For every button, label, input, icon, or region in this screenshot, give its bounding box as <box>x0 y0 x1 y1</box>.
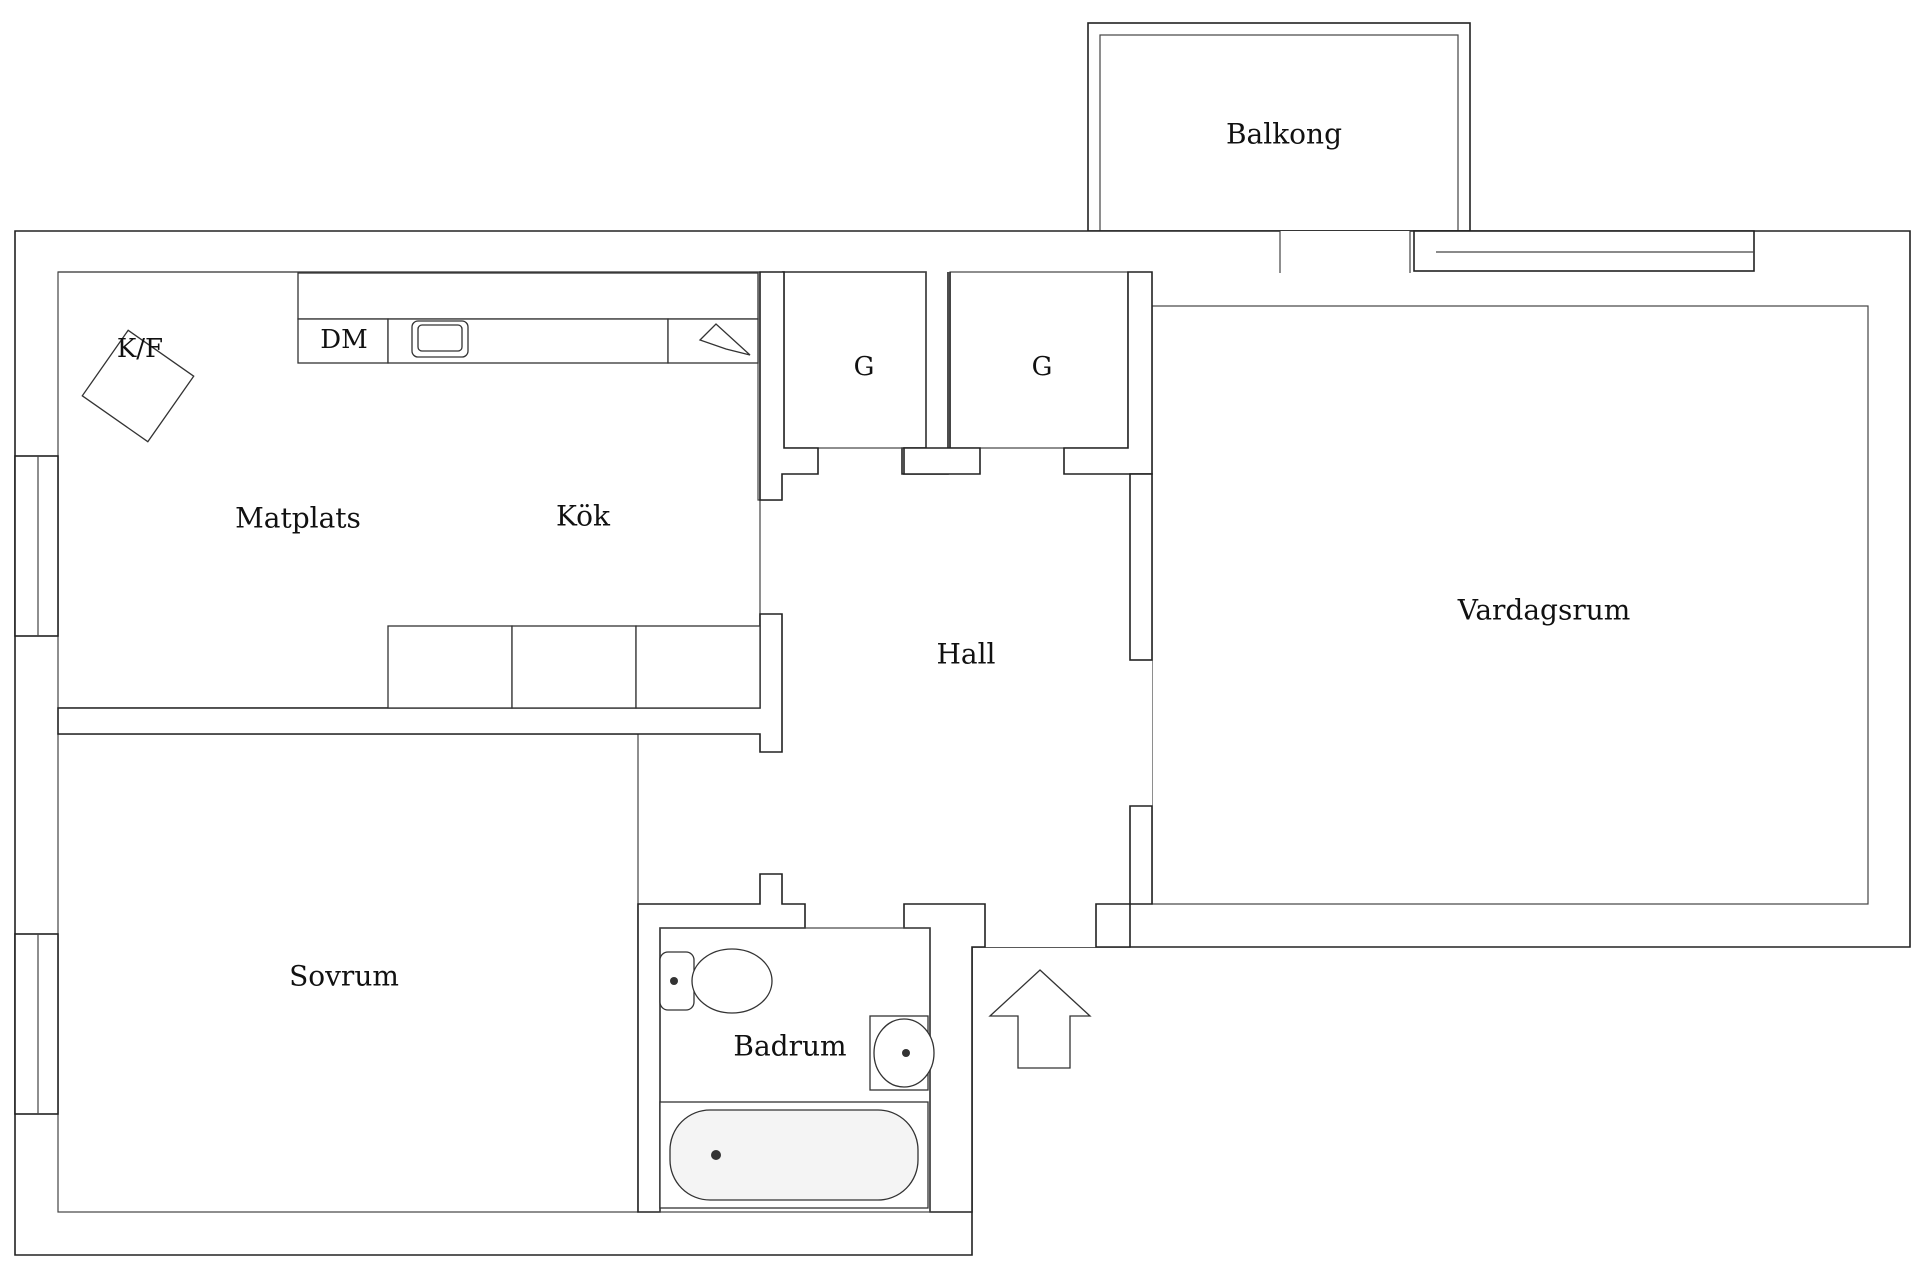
toilet-icon <box>659 948 773 1014</box>
label-living: Vardagsrum <box>1457 594 1631 627</box>
label-balcony: Balkong <box>1226 118 1342 151</box>
label-bathroom: Badrum <box>733 1030 846 1063</box>
toilet-bowl <box>691 948 773 1014</box>
counter-top <box>297 272 759 320</box>
closet-1-left-wall <box>759 271 819 501</box>
bathroom-left-wall <box>637 873 806 1213</box>
hall-living-wall-lower <box>1095 805 1153 948</box>
cabinet-1 <box>387 625 513 709</box>
fridge-freezer-box <box>81 329 195 443</box>
window-living-frame <box>1413 230 1755 272</box>
hall-living-wall-upper <box>1129 473 1153 661</box>
label-bedroom: Sovrum <box>289 960 399 993</box>
closet-2-door-stub <box>903 272 981 475</box>
label-closet-2: G <box>1032 352 1053 382</box>
cabinet-2 <box>511 625 637 709</box>
label-dishwasher: DM <box>320 325 367 355</box>
bathtub-basin <box>669 1109 919 1201</box>
label-fridge-freezer: K/F <box>117 334 163 364</box>
fridge-freezer <box>81 329 195 443</box>
balcony-door-opening <box>1280 231 1410 273</box>
sink-basin <box>417 324 463 352</box>
cabinet-3 <box>635 625 761 709</box>
dishwasher-box <box>297 318 389 364</box>
label-kitchen: Kök <box>556 500 611 533</box>
window-bedroom-frame <box>14 933 59 1115</box>
hall-floor <box>760 272 1152 947</box>
label-closet-1: G <box>854 352 875 382</box>
label-dining: Matplats <box>235 502 361 535</box>
corner-unit-icon <box>698 323 751 356</box>
window-bedroom <box>14 933 59 1115</box>
bathtub-icon <box>659 1101 929 1209</box>
washbasin-icon <box>869 1015 935 1091</box>
up-arrow-icon <box>988 969 1092 1069</box>
bathtub-drain <box>711 1150 721 1160</box>
kitchen-lower-cabinets <box>387 625 761 709</box>
balcony-outer-wall <box>1087 22 1471 232</box>
toilet-flush <box>670 977 678 985</box>
window-living <box>1413 230 1755 272</box>
balcony <box>1087 22 1471 232</box>
label-hall: Hall <box>936 638 995 671</box>
window-dining-frame <box>14 455 59 637</box>
kitchen-counter <box>297 272 759 364</box>
washbasin-drain <box>902 1049 910 1057</box>
window-dining <box>14 455 59 637</box>
bathroom <box>637 873 986 1213</box>
closet-2 <box>903 271 1153 475</box>
